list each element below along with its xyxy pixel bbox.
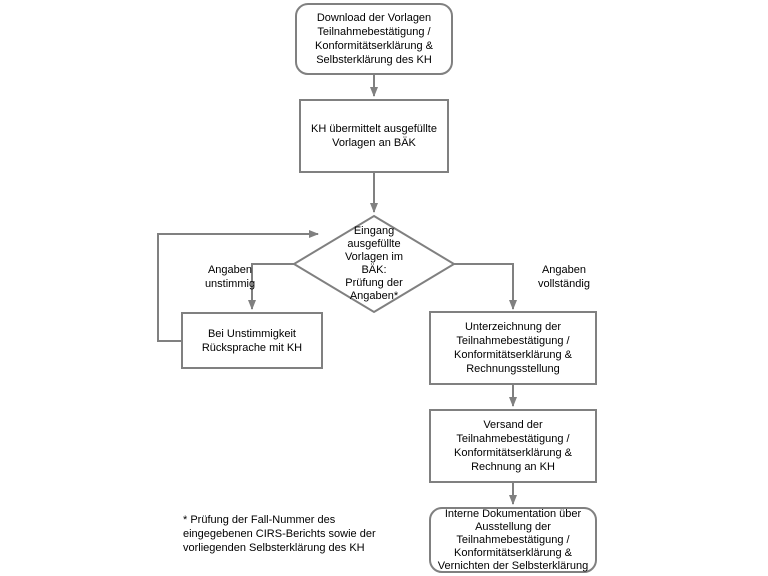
node-uebermittelt-shape: [299, 99, 449, 173]
node-dokumentation-shape: [429, 507, 597, 573]
footnote-pruefung: * Prüfung der Fall-Nummer des eingegeben…: [183, 514, 376, 554]
node-eingang-shape: [292, 214, 456, 314]
edge-eingang-to-unterzeichnung: [454, 263, 517, 310]
node-download-shape: [295, 3, 453, 75]
node-unterzeichnung-shape: [429, 311, 597, 385]
edge-eingang-to-unstimmigkeit: [248, 263, 294, 310]
edge-label-angaben-unstimmig: Angaben unstimmig: [204, 264, 256, 290]
edge-unstimmigkeit-back-to-eingang: [157, 230, 319, 342]
node-unstimmigkeit-shape: [181, 312, 323, 369]
edge-label-angaben-vollstaendig: Angaben vollständig: [538, 264, 590, 290]
node-versand-shape: [429, 409, 597, 483]
